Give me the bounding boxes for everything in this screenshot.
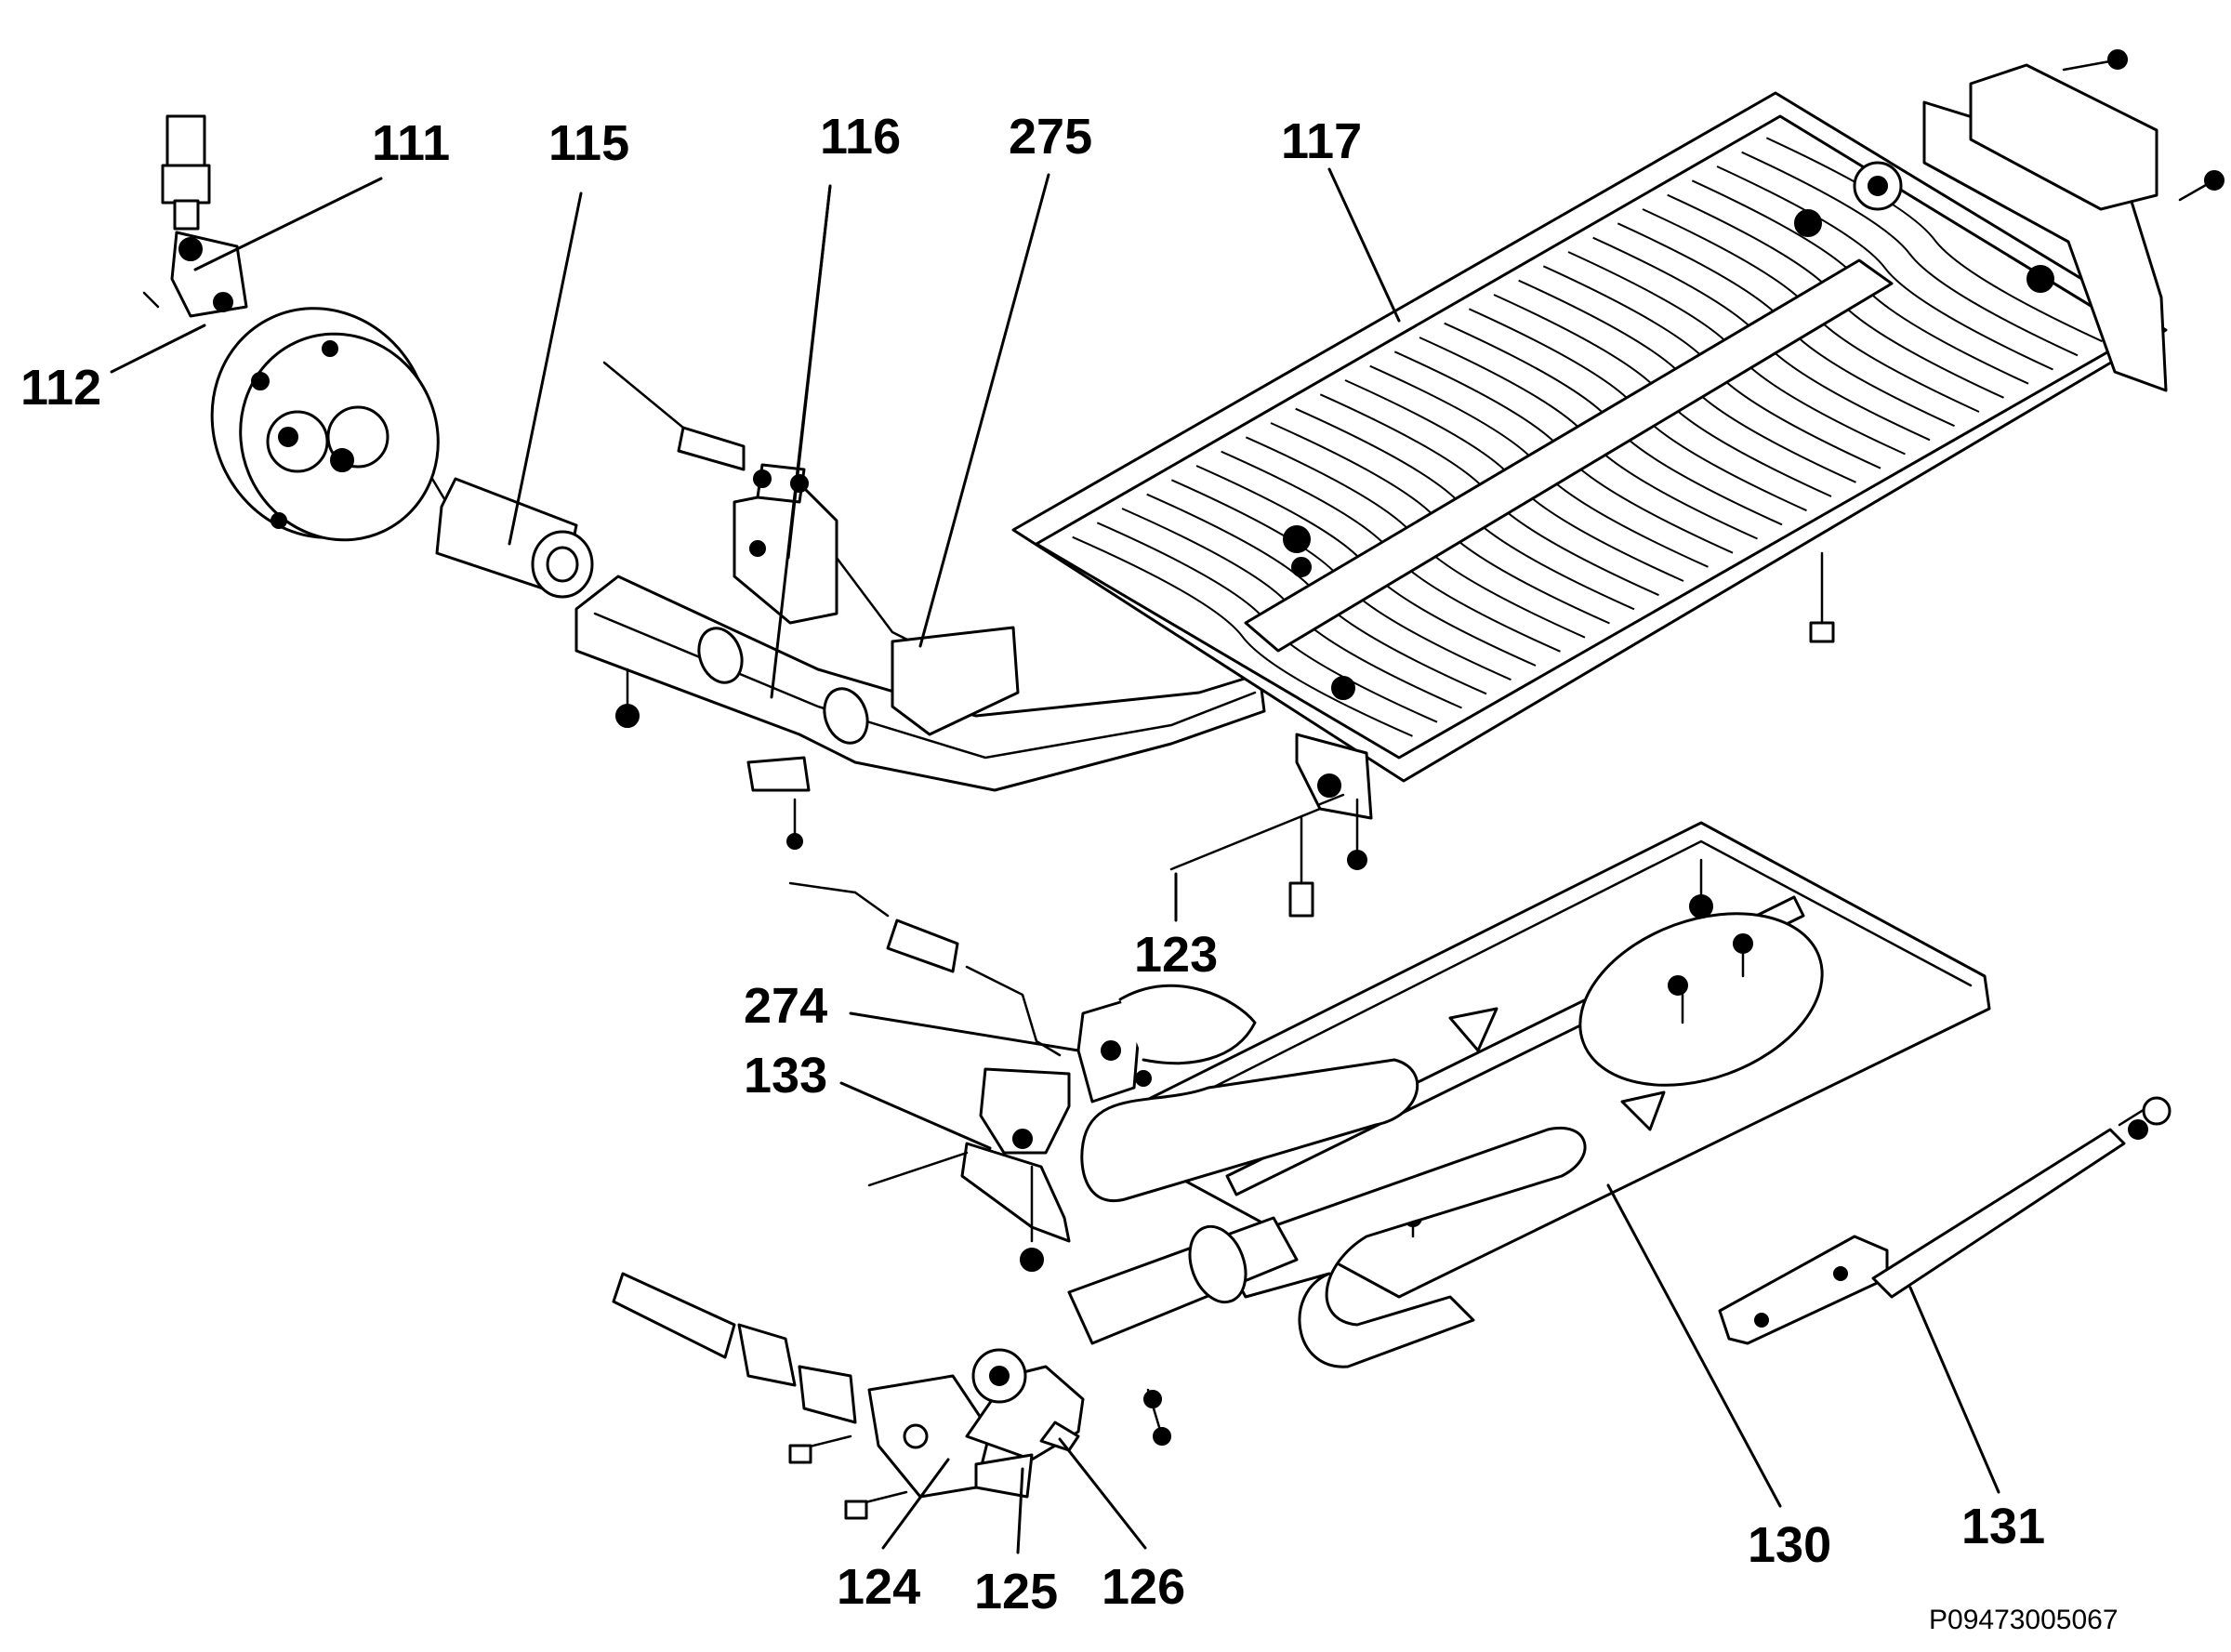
callout-117: 117: [1281, 113, 1362, 169]
grille-rib: [1072, 535, 1413, 737]
callout-130: 130: [1748, 1517, 1831, 1573]
upper-electrode-wire: [1169, 793, 1367, 918]
callout-123: 123: [1134, 927, 1218, 983]
leader-115: [508, 192, 583, 546]
reference-code: P09473005067: [1929, 1605, 2119, 1635]
callout-274: 274: [744, 978, 827, 1034]
leader-117: [1327, 167, 1401, 323]
callout-111: 111: [372, 115, 450, 171]
leader-130: [1606, 1183, 1782, 1508]
callout-112: 112: [20, 360, 101, 416]
leader-131: [1908, 1286, 2000, 1494]
venturi-tube: [435, 477, 594, 599]
side-electrode-bracket: [1718, 1096, 2172, 1345]
leader-124: [881, 1458, 950, 1550]
grille-rib: [1765, 137, 2103, 343]
leader-112: [110, 324, 206, 374]
leader-133: [839, 1081, 992, 1150]
callout-116: 116: [820, 109, 901, 165]
callout-131: 131: [1961, 1499, 2045, 1554]
ignition-bracket-upper: [602, 361, 1020, 736]
callout-124: 124: [837, 1559, 920, 1615]
callout-126: 126: [1102, 1559, 1185, 1615]
callout-115: 115: [548, 115, 629, 171]
leader-lines: [110, 167, 2000, 1554]
leader-111: [193, 177, 383, 271]
lower-burner-tube: [1067, 1058, 1587, 1368]
upper-radiant-grille: [1011, 49, 2224, 820]
leader-116b: [770, 184, 832, 699]
gas-valve-regulator: [142, 114, 448, 542]
upper-burner-tube: [574, 575, 1266, 850]
callout-labels: 111 112 115 116 275 117 123 274 133 124 …: [20, 109, 2045, 1619]
callout-133: 133: [744, 1048, 827, 1104]
leader-275: [918, 173, 1050, 648]
leader-274: [849, 1011, 1080, 1052]
grille-rib: [1741, 151, 2079, 357]
pilot-bracket-lower: [788, 881, 1257, 1272]
callout-125: 125: [974, 1564, 1058, 1619]
leader-125: [1016, 1467, 1024, 1554]
callout-275: 275: [1009, 109, 1092, 165]
leader-126: [1058, 1437, 1147, 1550]
grille-rib: [1716, 165, 2053, 371]
injector-valve-assembly: [612, 1272, 1171, 1520]
